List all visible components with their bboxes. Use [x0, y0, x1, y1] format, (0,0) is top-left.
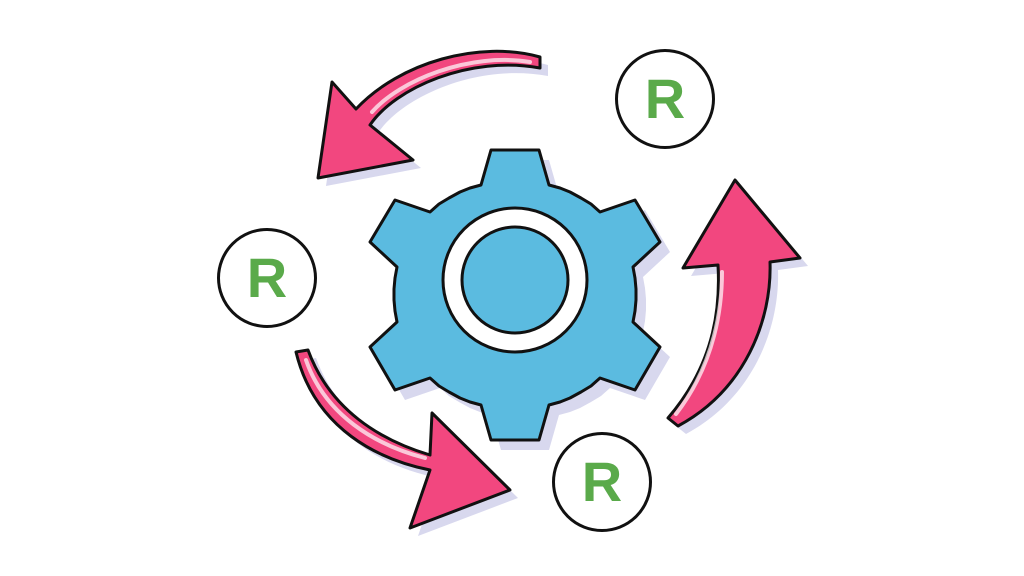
r-badge-icon: R — [217, 228, 317, 328]
arrow-top-highlight — [370, 57, 532, 114]
arrow-right-body — [666, 178, 802, 428]
r-badge-icon: R — [552, 432, 652, 532]
arrow-bottom-body — [294, 348, 512, 530]
arrow-top-body — [316, 49, 542, 180]
badge-letter: R — [246, 246, 288, 309]
gear-icon — [368, 148, 662, 442]
r-badge-icon: R — [615, 49, 715, 149]
gear-hub — [460, 225, 570, 335]
arrow-right-highlight — [674, 270, 724, 416]
badge-letter: R — [644, 67, 686, 130]
arrow-icon — [316, 49, 548, 186]
arrow-icon — [294, 348, 518, 536]
arrow-icon — [666, 178, 808, 434]
badge-letter: R — [581, 450, 623, 513]
arrow-bottom-highlight — [304, 358, 427, 460]
